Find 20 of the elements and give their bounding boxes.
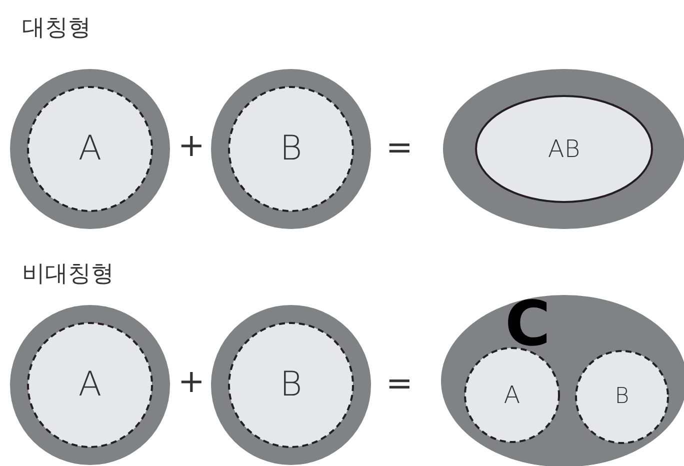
ring-circle bbox=[211, 305, 371, 465]
ring-circle bbox=[211, 69, 371, 229]
plus-sign: + bbox=[178, 126, 205, 164]
dashed-circle bbox=[575, 350, 669, 444]
circle-label: B bbox=[278, 130, 304, 168]
circle-label: B bbox=[614, 384, 630, 410]
circle-label: A bbox=[77, 130, 103, 168]
plus-sign: + bbox=[178, 362, 205, 400]
ring-circle bbox=[10, 69, 170, 229]
circle-label: A bbox=[77, 366, 103, 404]
ring-circle bbox=[10, 305, 170, 465]
equals-sign: = bbox=[386, 128, 413, 166]
section-heading: 대칭형 bbox=[22, 14, 91, 43]
dashed-circle bbox=[464, 347, 560, 443]
circle-label: B bbox=[278, 366, 304, 404]
region-letter: C bbox=[505, 293, 551, 355]
circle-label: A bbox=[502, 382, 522, 408]
circle-label: AB bbox=[546, 136, 582, 162]
equals-sign: = bbox=[386, 364, 413, 402]
section-heading: 비대칭형 bbox=[22, 260, 114, 289]
